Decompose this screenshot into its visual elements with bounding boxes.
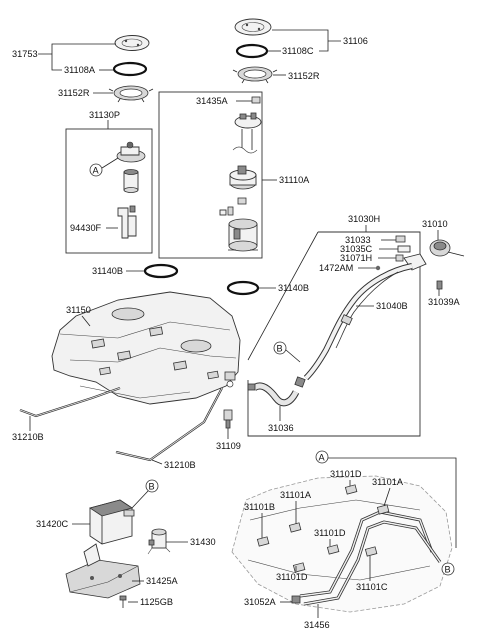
gasket-31140B-left [143,263,179,279]
label-1472AM: 1472AM [319,263,353,273]
fuel-lines-31101 [256,484,442,606]
screw-31039A [436,280,443,296]
label-31101D-mid: 31101D [314,528,346,538]
label-31456: 31456 [304,620,330,630]
svg-text:B: B [277,344,283,354]
fuel-cap-31010 [429,239,465,257]
tank-connector [224,371,236,388]
label-31106: 31106 [343,36,368,46]
label-31140B-right: 31140B [278,283,309,293]
valve-31430 [147,528,171,555]
label-31035C: 31035C [340,244,373,254]
label-31425A: 31425A [146,576,179,586]
callout-a-lines: A [315,450,457,548]
label-31101A-right: 31101A [372,477,404,487]
label-31130P: 31130P [89,110,120,120]
label-31033: 31033 [345,235,371,245]
label-31753: 31753 [12,49,38,59]
label-31039A: 31039A [428,297,461,307]
label-31108C: 31108C [282,46,314,56]
lock-ring-31152R-left [108,85,154,103]
label-31420C: 31420C [36,519,69,529]
filter-cylinder [123,169,139,193]
label-31040B: 31040B [376,301,408,311]
bolt-31109 [223,409,233,429]
filler-hose-31036 [247,376,306,407]
filler-assembly-box [247,231,421,437]
label-31110A: 31110A [279,175,310,185]
label-31052A: 31052A [244,597,277,607]
label-31210B-mid: 31210B [164,460,196,470]
tank-strap-31210B-mid [115,387,223,462]
label-31150: 31150 [66,305,91,315]
label-31036: 31036 [268,423,294,433]
lock-ring-31152R-right [232,66,278,84]
label-31101D-low: 31101D [276,572,308,582]
pump-top-flange [234,112,262,129]
gasket-31140B-right [226,280,260,296]
pump-assembly-box [158,91,263,259]
clip-31435A [251,96,261,104]
label-31140B-left: 31140B [92,266,123,276]
label-31010: 31010 [422,219,448,229]
svg-text:A: A [319,453,326,463]
label-31430: 31430 [190,537,216,547]
sender-assembly-box [65,128,153,254]
tank-strap-31210B-left [19,386,121,418]
gasket-31108C [235,43,269,59]
pump-lower-module [228,218,258,252]
connector-31052A [291,595,301,604]
sender-bracket-94430F [117,205,137,239]
callout-b-filler: B [273,341,301,363]
label-31210B-left: 31210B [12,432,44,442]
label-31152R-right: 31152R [288,71,320,81]
label-94430F: 94430F [70,223,102,233]
canister-31420C [89,499,135,545]
bolt-1125GB [119,595,127,608]
pump-small-parts [219,197,247,216]
callout-b-lines: B [441,562,455,576]
svg-text:A: A [93,166,100,176]
label-1125GB: 1125GB [140,597,173,607]
cover-plate-31106 [234,18,272,36]
svg-text:B: B [149,482,155,492]
label-31435A: 31435A [196,96,229,106]
sender-top-31130P [116,141,146,163]
label-31108A: 31108A [64,65,96,75]
label-31101C: 31101C [356,582,388,592]
gasket-31108A [112,61,148,77]
fuel-tank-31150 [51,291,241,405]
tank-underside-outline [231,475,453,613]
label-31101D-top: 31101D [330,469,362,479]
label-31101B: 31101B [244,502,275,512]
canister-bracket-31425A [65,543,141,599]
cover-plate-31753 [114,35,150,51]
filler-neck-pipe-31040B [303,263,413,381]
pump-reservoir [229,165,257,190]
label-31109: 31109 [216,441,241,451]
pump-tubes [232,129,258,154]
label-31101A-left: 31101A [280,490,312,500]
label-31030H: 31030H [348,214,380,224]
label-31152R-left: 31152R [58,88,90,98]
callout-b-canister: B [131,479,159,509]
callout-a-pump: A [89,157,119,177]
filler-neck-bracket [375,235,427,271]
label-31071H: 31071H [340,253,372,263]
svg-text:B: B [445,565,451,575]
